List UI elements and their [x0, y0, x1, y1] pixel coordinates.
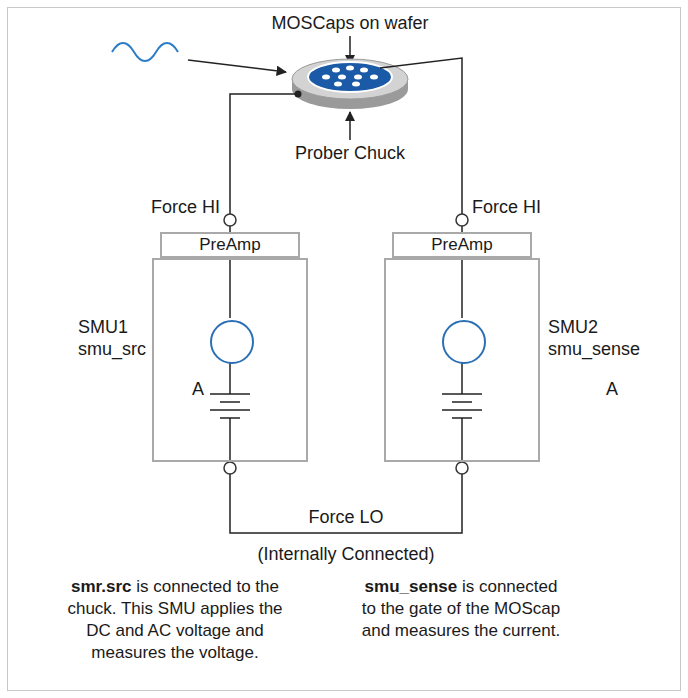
ammeter-symbol: A	[606, 378, 618, 400]
spacer	[132, 577, 137, 596]
smu-box: SMU1 smu_srcA	[152, 258, 308, 462]
moscap-dot	[322, 75, 330, 80]
callout-label: MOSCaps on wafer	[269, 12, 430, 34]
terminal-label: Force HI	[470, 196, 543, 218]
moscap-dot	[346, 66, 354, 71]
wafer	[308, 62, 392, 92]
edge-label: Force LO	[305, 506, 386, 528]
spacer	[457, 577, 462, 596]
ac-arrow	[188, 60, 286, 72]
terminal-label: Force HI	[149, 196, 222, 218]
ammeter-circle: A	[442, 320, 486, 364]
preamp-box: PreAmp	[392, 232, 532, 258]
preamp-label: PreAmp	[431, 235, 492, 255]
moscap-dot	[352, 82, 360, 87]
wire	[229, 418, 231, 462]
smu-name-bold: smr.src	[71, 577, 132, 596]
battery-plate	[442, 409, 482, 411]
moscap-dot	[360, 68, 368, 73]
ammeter-symbol: A	[192, 378, 204, 400]
smu-name: SMU2 smu_sense	[548, 316, 640, 360]
preamp-label: PreAmp	[199, 235, 260, 255]
moscap-dot	[338, 75, 346, 80]
wire-dot	[295, 91, 302, 98]
battery-plate	[210, 393, 250, 395]
terminal	[456, 462, 468, 474]
terminal	[456, 214, 468, 226]
moscap-dot	[354, 75, 362, 80]
note-label: (Internally Connected)	[255, 543, 436, 565]
chuck-top	[292, 59, 408, 99]
wire	[229, 362, 231, 394]
frame-border	[8, 8, 681, 691]
ac-sine-wave	[112, 43, 178, 61]
force-lo-wire	[230, 462, 462, 533]
smu-name-bold: smu_sense	[365, 577, 458, 596]
callout-label: Prober Chuck	[293, 142, 407, 164]
ammeter-circle: A	[210, 320, 254, 364]
battery-plate	[442, 393, 482, 395]
smu-name: SMU1 smu_src	[78, 316, 146, 360]
chuck-wire	[230, 94, 298, 214]
moscap-dot	[332, 68, 340, 73]
terminal	[224, 462, 236, 474]
terminal	[224, 214, 236, 226]
leader-arrow	[349, 112, 351, 140]
moscap-dot	[370, 75, 378, 80]
explanation-note: smr.src is connected to the chuck. This …	[64, 576, 286, 664]
battery-plate	[452, 401, 472, 403]
explanation-note: smu_sense is connected to the gate of th…	[356, 576, 566, 642]
wire	[461, 418, 463, 462]
gate-wire	[380, 58, 462, 214]
wire	[229, 258, 231, 318]
battery-plate	[210, 409, 250, 411]
smu-box: SMU2 smu_senseA	[384, 258, 540, 462]
wire	[461, 362, 463, 394]
preamp-box: PreAmp	[160, 232, 300, 258]
moscap-dots	[322, 66, 378, 87]
wire	[461, 258, 463, 318]
battery-plate	[220, 401, 240, 403]
moscap-dot	[334, 82, 342, 87]
